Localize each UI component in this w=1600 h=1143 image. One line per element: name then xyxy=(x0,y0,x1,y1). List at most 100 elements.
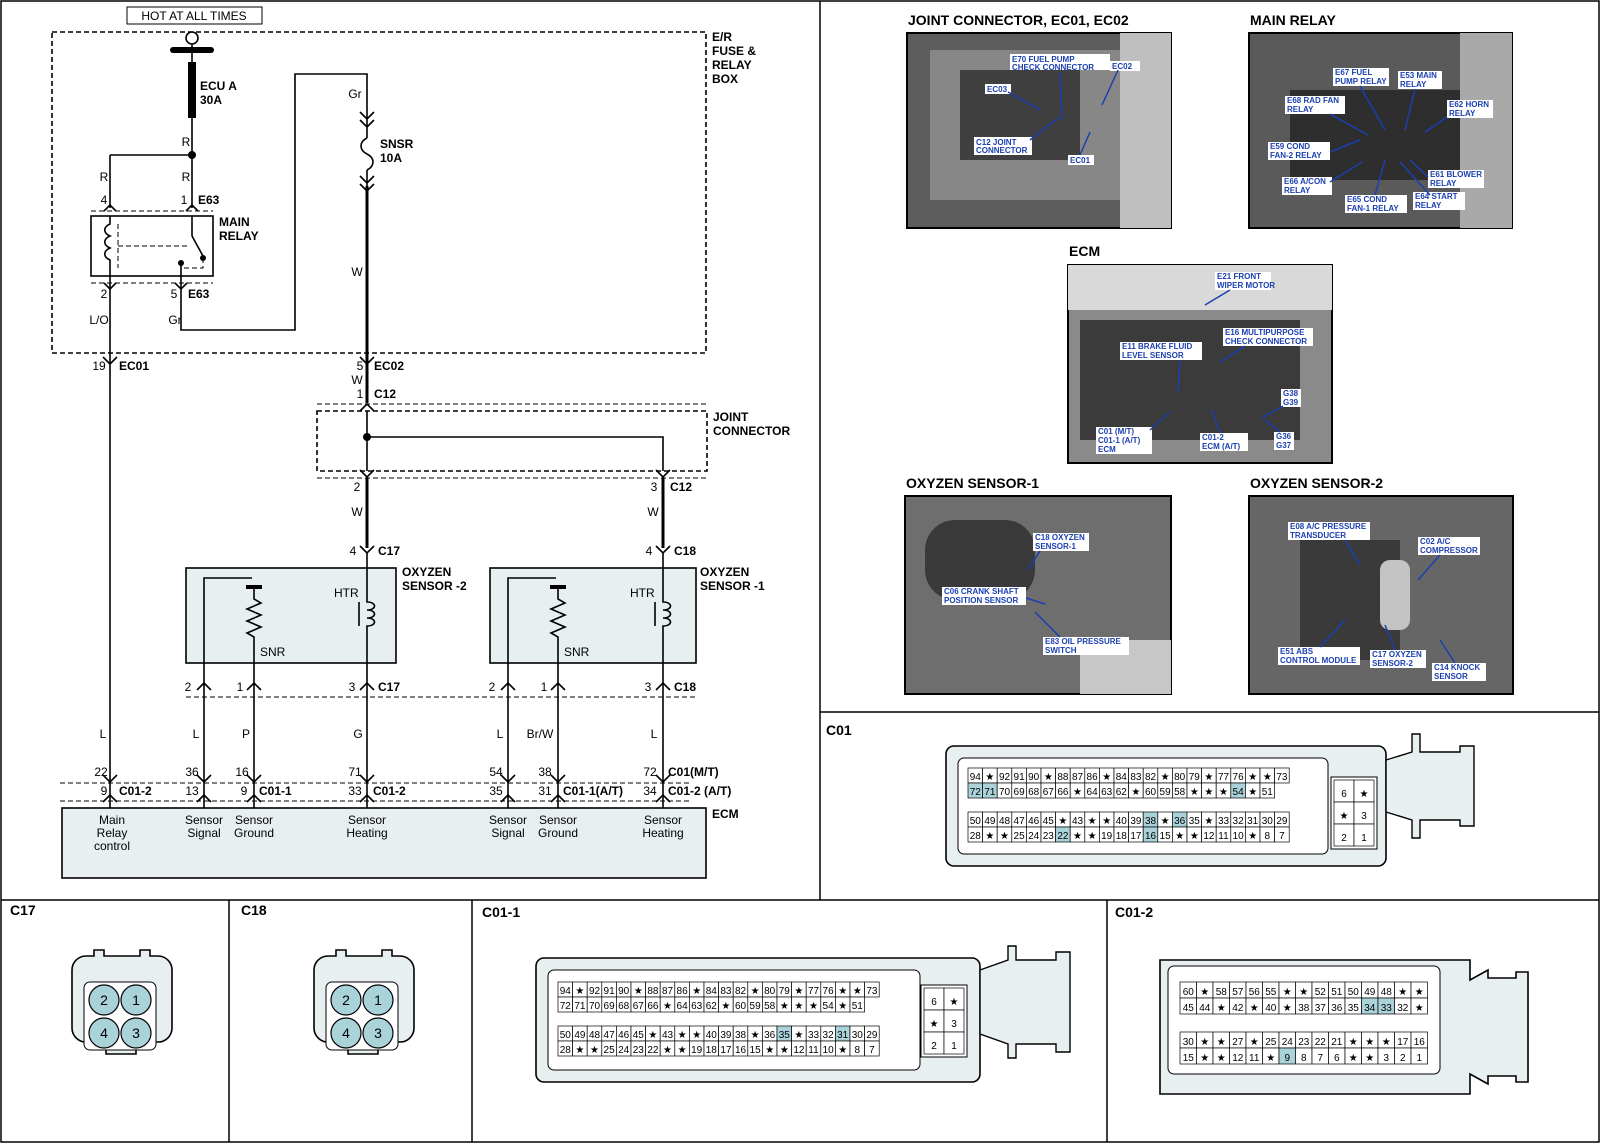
c012-pin: 9 xyxy=(1284,1053,1290,1064)
ecm-pin-func-2b: Signal xyxy=(187,826,220,840)
oxy1-sensor-element-icon xyxy=(548,587,568,683)
c011-pin: 28 xyxy=(560,1045,572,1056)
jc-label-2: EC02 xyxy=(1112,62,1133,71)
c011-pin: 45 xyxy=(633,1030,645,1041)
c012-pin: ★ xyxy=(1415,987,1424,998)
c012-pin: 6 xyxy=(1334,1053,1340,1064)
c012-pin: ★ xyxy=(1200,1053,1209,1064)
c012-pin: ★ xyxy=(1200,987,1209,998)
c011-pin: 12 xyxy=(793,1045,805,1056)
c011-pin: 25 xyxy=(604,1045,616,1056)
mr-label-6: E62 HORN xyxy=(1449,100,1489,109)
pin-19: 19 xyxy=(92,359,106,373)
joint-connector-label-1: JOINT xyxy=(713,410,749,424)
c011-pin: ★ xyxy=(590,1045,599,1056)
c01-pin: 22 xyxy=(1057,831,1069,842)
c01-side-pin: 6 xyxy=(1341,789,1347,800)
c012-pin: 12 xyxy=(1232,1053,1244,1064)
oxy2-label-5: CONTROL MODULE xyxy=(1280,656,1357,665)
c012-pin: ★ xyxy=(1266,1053,1275,1064)
wire-color-p: P xyxy=(242,727,250,741)
c011-cell xyxy=(864,981,880,998)
c011-pin: 39 xyxy=(720,1030,732,1041)
mr-label-13: RELAY xyxy=(1284,186,1311,195)
c17-pin-circle xyxy=(88,1017,120,1049)
c01-side-pin: 2 xyxy=(1341,833,1347,844)
c01-pin: 66 xyxy=(1057,787,1069,798)
c012-pin: ★ xyxy=(1299,987,1308,998)
mr-label-1: PUMP RELAY xyxy=(1335,77,1387,86)
c17-pin-circle xyxy=(120,984,152,1016)
c012-pin: 49 xyxy=(1364,987,1376,998)
ecm-label-10: ECM xyxy=(1098,445,1116,454)
ecm-pin-34: 34 xyxy=(643,784,657,798)
c01-pin: ★ xyxy=(1190,787,1199,798)
ecm-pin-func-3a: Sensor xyxy=(235,813,273,827)
c012-pin: 15 xyxy=(1183,1053,1195,1064)
c011-pin: 73 xyxy=(866,986,878,997)
joint-connector-box xyxy=(316,410,708,472)
c011-cell xyxy=(849,996,865,1013)
c011-pin: ★ xyxy=(809,1001,818,1012)
c011-side-pin: 6 xyxy=(931,997,937,1008)
photo-title-ecm: ECM xyxy=(1069,243,1100,259)
mr-label-7: RELAY xyxy=(1449,109,1476,118)
c012-pin: ★ xyxy=(1283,1003,1292,1014)
photo-panels: JOINT CONNECTOR, EC01, EC02 E70 FUEL PUM… xyxy=(904,12,1514,695)
c01-pin: ★ xyxy=(1088,816,1097,827)
c011-pin: ★ xyxy=(721,1001,730,1012)
c011-pin: ★ xyxy=(678,1045,687,1056)
c012-pin: 17 xyxy=(1397,1037,1409,1048)
c01-2-title: C01-2 xyxy=(1115,904,1153,920)
conn-c18-bottom: C18 xyxy=(674,680,696,694)
c012-cell xyxy=(1410,997,1428,1015)
oxy2-label-8: C14 KNOCK xyxy=(1434,663,1480,672)
c01-pin: 86 xyxy=(1087,772,1099,783)
c012-pin: 57 xyxy=(1232,987,1244,998)
joint-connector-label-2: CONNECTOR xyxy=(713,424,790,438)
c01-pin: 10 xyxy=(1233,831,1245,842)
c01-pin: 45 xyxy=(1043,816,1055,827)
mr-label-0: E67 FUEL xyxy=(1335,68,1372,77)
c011-side-cell xyxy=(943,1031,965,1055)
c011-side-pin: 3 xyxy=(951,1019,957,1030)
c011-pin: 66 xyxy=(647,1001,659,1012)
c17-pin-label: 2 xyxy=(100,992,108,1008)
c012-pin: 40 xyxy=(1265,1003,1277,1014)
c01-pin: 60 xyxy=(1145,787,1157,798)
c01-pin: ★ xyxy=(1248,831,1257,842)
c01-pin: ★ xyxy=(1073,787,1082,798)
ecm-pin-func-1a: Main xyxy=(99,813,125,827)
ecu-a-fuse-rating: 30A xyxy=(200,93,222,107)
c011-pin: ★ xyxy=(838,986,847,997)
c01-pin: 92 xyxy=(999,772,1011,783)
c012-pin: 60 xyxy=(1183,987,1195,998)
mr-label-14: E65 COND xyxy=(1347,195,1387,204)
c011-pin: 68 xyxy=(618,1001,630,1012)
c011-pin: ★ xyxy=(794,986,803,997)
relay-coil-icon xyxy=(103,216,113,276)
ecm-pin-36: 36 xyxy=(185,765,199,779)
ecm-pin-13: 13 xyxy=(185,784,199,798)
jc-label-6: EC01 xyxy=(1070,156,1091,165)
c01-pin: 7 xyxy=(1279,831,1285,842)
c011-side-pin: 1 xyxy=(951,1041,957,1052)
c011-pin: 8 xyxy=(855,1045,861,1056)
jc-label-0: E70 FUEL PUMP xyxy=(1012,55,1075,64)
conn-c01-2-at: C01-2 (A/T) xyxy=(668,784,731,798)
fuse-box-label-3: RELAY xyxy=(712,58,752,72)
c012-pin: 1 xyxy=(1416,1053,1422,1064)
c01-pin: 19 xyxy=(1101,831,1113,842)
c01-pin: ★ xyxy=(1204,787,1213,798)
wire-color-gr1: Gr xyxy=(348,87,361,101)
c01-pin: ★ xyxy=(1000,831,1009,842)
c012-pin: 37 xyxy=(1315,1003,1327,1014)
oxygen-sensor-1-box xyxy=(489,567,697,664)
c011-pin: 10 xyxy=(823,1045,835,1056)
c012-pin: 23 xyxy=(1298,1037,1310,1048)
c011-pin: 43 xyxy=(662,1030,674,1041)
c012-pin: 27 xyxy=(1232,1037,1244,1048)
c012-pin: 2 xyxy=(1400,1053,1406,1064)
c011-pin: 36 xyxy=(764,1030,776,1041)
c012-pin: 45 xyxy=(1183,1003,1195,1014)
